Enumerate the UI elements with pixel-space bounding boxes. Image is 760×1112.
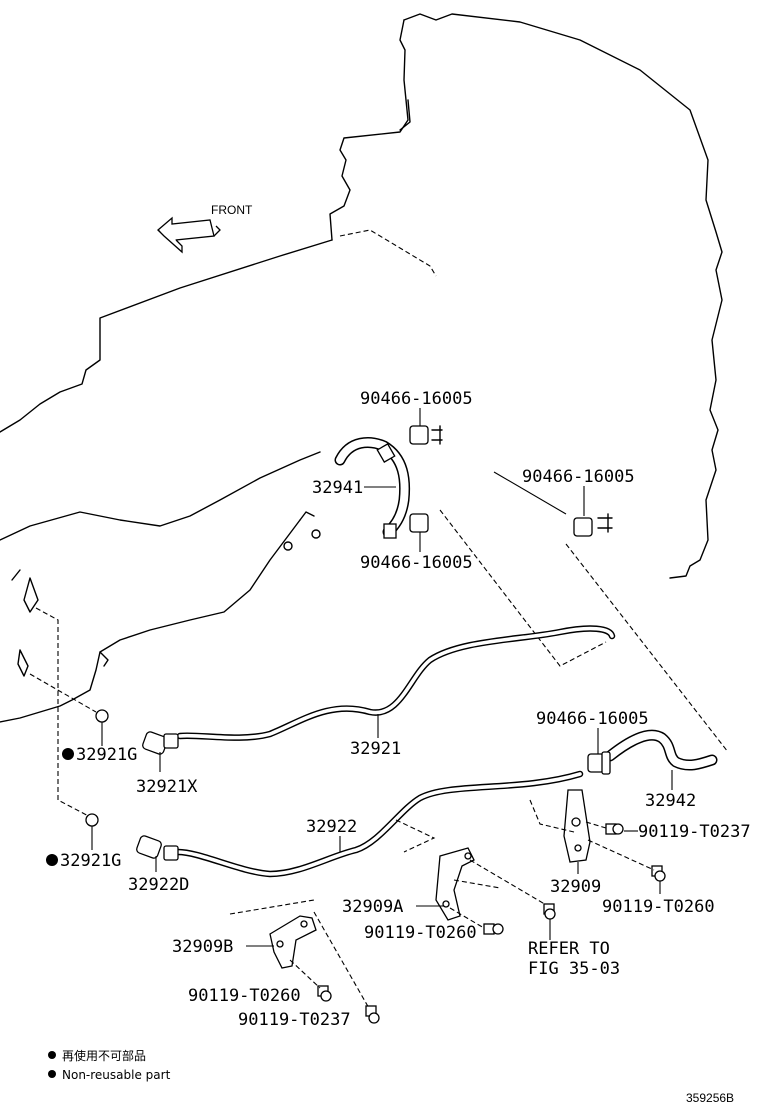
figure-code: 359256B xyxy=(686,1091,734,1105)
label-clamp-mid: 90466-16005 xyxy=(360,553,473,573)
label-clamp-right: 90466-16005 xyxy=(522,467,635,487)
mount-stud-icon xyxy=(17,649,29,677)
label-T0237-right: 90119-T0237 xyxy=(638,822,751,842)
bolt-T0260-right-icon xyxy=(651,865,666,882)
legend-dot-icon xyxy=(48,1051,56,1059)
label-T0237-lower: 90119-T0237 xyxy=(238,1010,351,1030)
transmission-outline xyxy=(0,451,321,821)
clamp-lower-right-icon xyxy=(587,751,611,775)
clamp-mid-icon xyxy=(409,513,429,533)
bolt-refer-icon xyxy=(543,903,556,920)
bracket-32909B-icon xyxy=(269,915,317,969)
non-reusable-dot-icon xyxy=(46,854,58,866)
pipe-32922 xyxy=(174,770,584,878)
label-32942: 32942 xyxy=(645,791,696,811)
label-clamp-top: 90466-16005 xyxy=(360,389,473,409)
label-32921: 32921 xyxy=(350,739,401,759)
bolt-T0260-mid-icon xyxy=(483,923,504,935)
clamp-right-icon xyxy=(573,513,613,537)
mount-stud-icon xyxy=(23,577,39,613)
label-T0260-right: 90119-T0260 xyxy=(602,897,715,917)
legend-en: Non-reusable part xyxy=(62,1068,171,1082)
label-32921X: 32921X xyxy=(136,777,198,797)
bolt-T0237-right-icon xyxy=(605,823,624,835)
label-clamp-lower-right: 90466-16005 xyxy=(536,709,649,729)
bolt-T0260-lower-icon xyxy=(317,985,332,1002)
union-32922D-icon xyxy=(136,835,179,861)
label-32941: 32941 xyxy=(312,478,363,498)
label-T0260-lower: 90119-T0260 xyxy=(188,986,301,1006)
legend-cn: 再使用不可部品 xyxy=(62,1048,146,1063)
bracket-32909A-icon xyxy=(435,847,475,921)
label-32909B: 32909B xyxy=(172,937,233,957)
non-reusable-dot-icon xyxy=(62,748,74,760)
refer-line1: REFER TO xyxy=(528,939,610,959)
clamp-top-icon xyxy=(409,425,443,445)
union-32921X-icon xyxy=(142,731,179,755)
label-32922D: 32922D xyxy=(128,875,189,895)
gasket-upper-icon xyxy=(95,709,109,723)
label-32921G-lower: 32921G xyxy=(60,851,121,871)
hose-32942 xyxy=(604,729,718,771)
bolt-hole-icon xyxy=(311,529,321,539)
label-32922: 32922 xyxy=(306,817,357,837)
label-32921G-upper: 32921G xyxy=(76,745,137,765)
label-32909: 32909 xyxy=(550,877,601,897)
bracket-32909-icon xyxy=(563,789,591,863)
label-32909A: 32909A xyxy=(342,897,403,917)
hose-32941 xyxy=(334,437,411,539)
engine-outline xyxy=(0,13,723,579)
front-arrow-icon xyxy=(157,216,221,254)
pipe-32921 xyxy=(176,625,616,741)
label-T0260-mid: 90119-T0260 xyxy=(364,923,477,943)
bolt-hole-icon xyxy=(283,541,293,551)
legend-dot-icon xyxy=(48,1070,56,1078)
refer-line2: FIG 35-03 xyxy=(528,959,620,979)
bolt-T0237-lower-icon xyxy=(365,1005,380,1024)
gasket-lower-icon xyxy=(85,813,99,827)
front-label: FRONT xyxy=(211,203,253,217)
